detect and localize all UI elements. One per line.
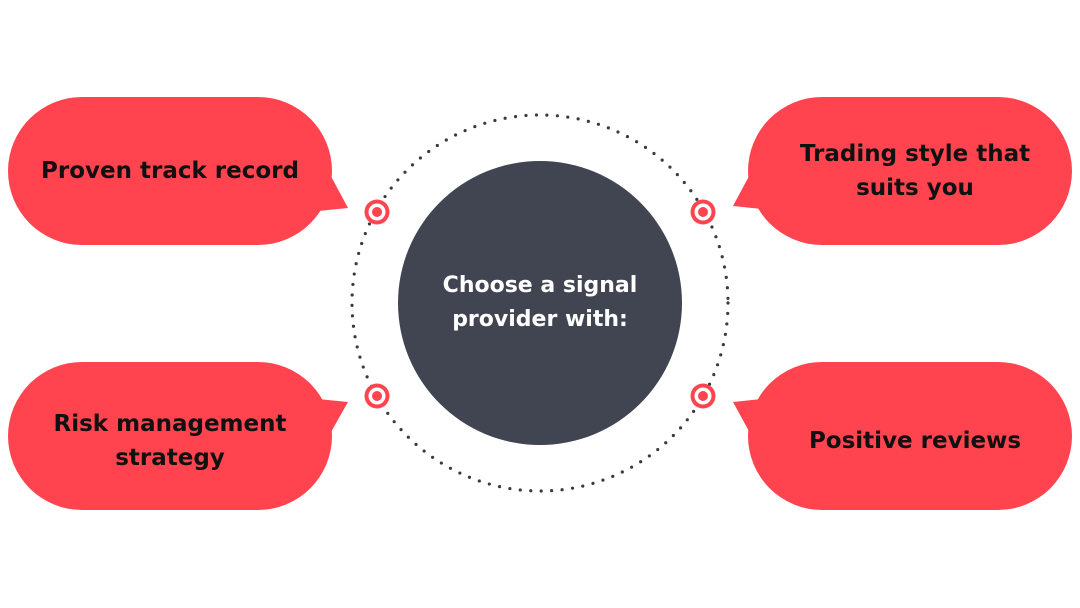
marker-bottom-left: [364, 383, 390, 409]
bubble-top-left: [8, 97, 348, 245]
item-label-risk-management: Risk management strategy: [53, 410, 287, 472]
item-label-trading-style: Trading style that suits you: [799, 140, 1031, 202]
marker-bottom-right: [690, 383, 716, 409]
marker-top-right: [690, 199, 716, 225]
item-label-proven-track-record: Proven track record: [41, 157, 299, 184]
bubble-bottom-right: [733, 362, 1072, 510]
bubble-bottom-left: [8, 362, 348, 510]
item-label-positive-reviews: Positive reviews: [808, 427, 1022, 454]
marker-top-left: [364, 199, 390, 225]
dotted-ring: [350, 113, 730, 493]
bubble-top-right: [733, 97, 1072, 245]
center-label: Choose a signal provider with:: [442, 272, 638, 332]
center-circle: [398, 161, 682, 445]
